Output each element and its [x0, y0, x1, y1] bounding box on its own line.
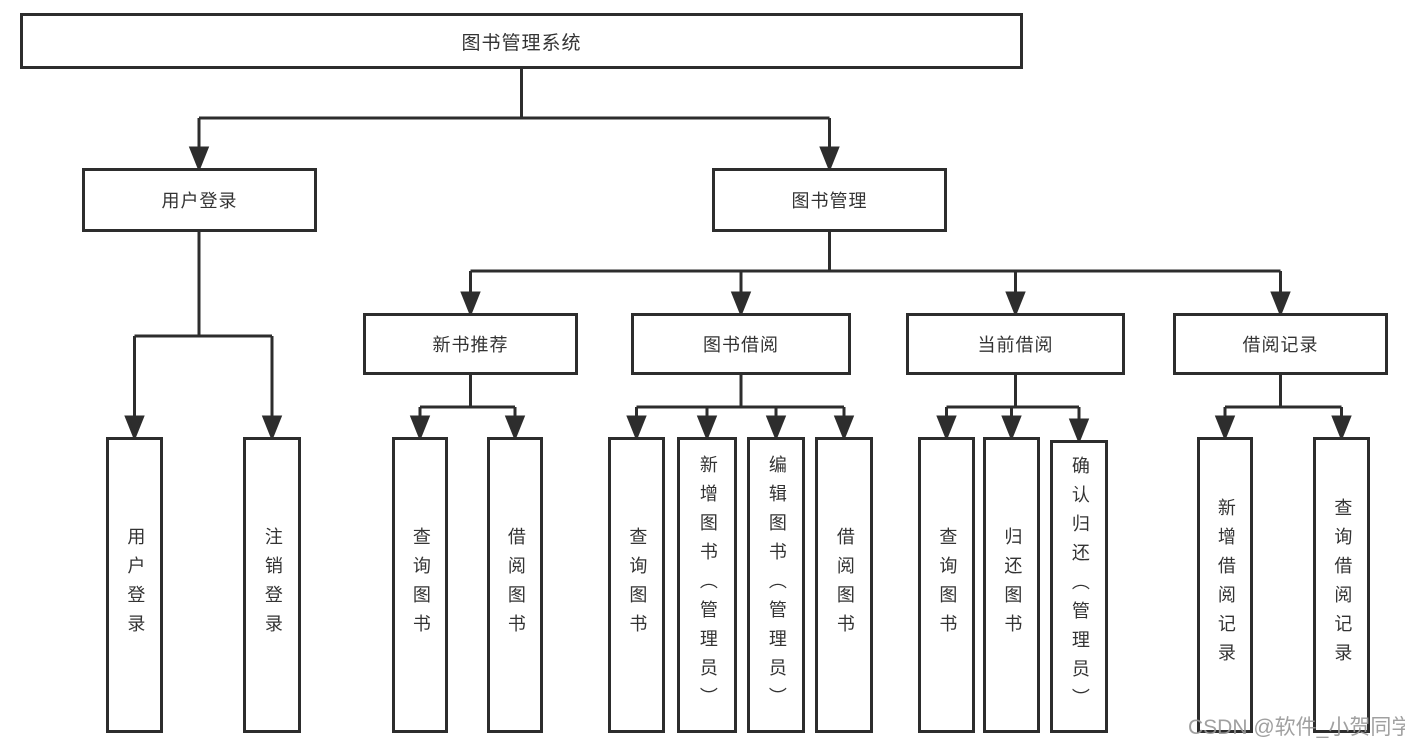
node-label: 图书管理系统: [461, 32, 582, 54]
node-user-login: 用户登录: [82, 168, 317, 232]
connector-book-mgmt-children: [460, 232, 1291, 318]
leaf-query-books-under-recommendation: 查询图书: [392, 437, 448, 733]
node-label: 用户登录: [161, 191, 238, 211]
leaf-return-books: 归还图书: [983, 437, 1040, 733]
node-book-borrowing: 图书借阅: [631, 313, 851, 375]
connector-root-to-level1: [188, 69, 840, 173]
node-current-borrowing: 当前借阅: [906, 313, 1125, 375]
leaf-user-login: 用户登录: [106, 437, 163, 733]
node-label: 图书管理: [791, 191, 868, 211]
node-label: 图书借阅: [703, 335, 779, 355]
node-label: 借阅图书: [505, 527, 526, 643]
leaf-add-borrow-record: 新增借阅记录: [1197, 437, 1253, 733]
node-book-management: 图书管理: [712, 168, 947, 232]
csdn-watermark: CSDN @软件_小贺同学: [1188, 716, 1405, 739]
node-label: 当前借阅: [977, 335, 1054, 355]
leaf-confirm-return-admin: 确认归还（管理员）: [1050, 440, 1108, 733]
connector-current-borrow-children: [936, 375, 1090, 445]
node-label: 借阅记录: [1242, 335, 1319, 355]
node-library-management-system: 图书管理系统: [20, 13, 1023, 69]
connector-borrow-records-children: [1214, 375, 1352, 442]
node-label: 查询图书: [937, 527, 958, 643]
node-label: 归还图书: [1002, 527, 1023, 643]
leaf-borrow-books-under-borrowing: 借阅图书: [815, 437, 873, 733]
connector-new-book-rec-children: [409, 375, 526, 442]
node-borrowing-records: 借阅记录: [1173, 313, 1388, 375]
node-label: 借阅图书: [834, 527, 855, 643]
node-label: 用户登录: [125, 527, 146, 643]
node-label: 确认归还（管理员）: [1069, 456, 1090, 717]
leaf-logout: 注销登录: [243, 437, 301, 733]
leaf-query-books-under-borrowing: 查询图书: [608, 437, 665, 733]
leaf-edit-books-admin: 编辑图书（管理员）: [747, 437, 805, 733]
node-label: 新增图书（管理员）: [697, 454, 718, 716]
leaf-borrow-books-under-recommendation: 借阅图书: [487, 437, 543, 733]
leaf-add-books-admin: 新增图书（管理员）: [677, 437, 737, 733]
node-label: 编辑图书（管理员）: [766, 454, 787, 716]
node-label: 查询借阅记录: [1332, 498, 1353, 672]
node-label: 查询图书: [410, 527, 431, 643]
connector-user-login-children: [124, 232, 283, 442]
leaf-query-borrow-record: 查询借阅记录: [1313, 437, 1370, 733]
node-new-book-recommendation: 新书推荐: [363, 313, 578, 375]
node-label: 查询图书: [627, 527, 648, 643]
node-label: 新书推荐: [432, 335, 509, 355]
connector-book-borrow-children: [626, 375, 855, 442]
node-label: 注销登录: [262, 527, 283, 643]
node-label: 新增借阅记录: [1215, 498, 1236, 672]
leaf-query-books-under-current: 查询图书: [918, 437, 975, 733]
